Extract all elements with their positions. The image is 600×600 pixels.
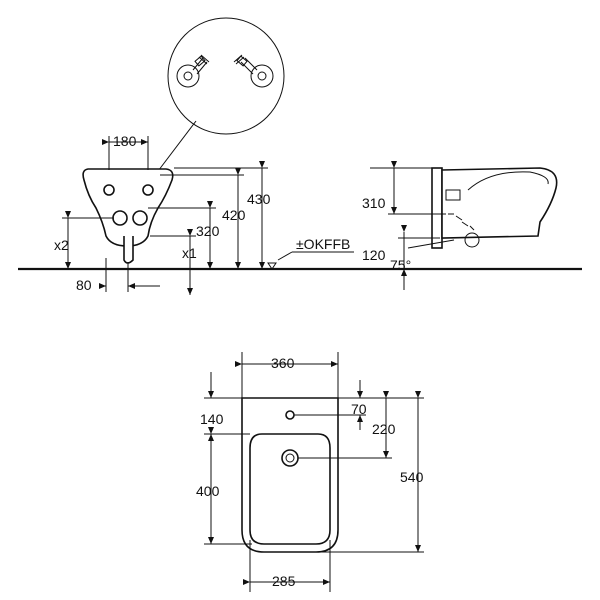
dim-180: 180 [113, 133, 137, 149]
top-view: 360 140 400 70 220 540 285 [196, 352, 424, 592]
dim-285: 285 [272, 573, 296, 589]
dim-220: 220 [372, 421, 396, 437]
fixing-hole-left [103, 184, 115, 196]
connection-detail-callout [148, 17, 285, 184]
left-valve-icon [176, 54, 210, 88]
dim-x2: x2 [54, 237, 69, 253]
tap-hole [285, 410, 295, 420]
waste-connector [464, 232, 480, 248]
right-valve-icon [233, 54, 274, 88]
fixing-hole-right [142, 184, 154, 196]
connection-block [445, 189, 461, 201]
dim-430: 430 [247, 191, 271, 207]
dim-400: 400 [196, 483, 220, 499]
supply-hole-left [112, 210, 128, 226]
bowl-rim [467, 171, 549, 191]
dim-140: 140 [200, 411, 224, 427]
dim-x1: x1 [182, 245, 197, 261]
dim-360: 360 [271, 355, 295, 371]
dim-80: 80 [76, 277, 92, 293]
front-view: 180 x2 80 x1 320 420 430 ±OKFFB [54, 133, 354, 295]
dim-540: 540 [400, 469, 424, 485]
dim-angle-75: 75° [390, 257, 411, 273]
dim-420: 420 [222, 207, 246, 223]
floor-reference-label: ±OKFFB [296, 236, 350, 252]
supply-pipe [440, 213, 475, 231]
floor-reference-marker [267, 262, 277, 270]
waste-outlet [123, 236, 134, 264]
supply-hole-right [132, 210, 148, 226]
drain-inner [285, 453, 295, 463]
mounting-frame [431, 167, 443, 249]
bowl-outline [249, 433, 331, 545]
side-profile-view: 310 120 75° [362, 161, 558, 290]
dim-70: 70 [351, 401, 367, 417]
dim-120: 120 [362, 247, 386, 263]
dim-320: 320 [196, 223, 220, 239]
bidet-profile-body [441, 167, 558, 239]
dim-310: 310 [362, 195, 386, 211]
drain-outer [281, 449, 299, 467]
detail-circle [167, 17, 285, 135]
